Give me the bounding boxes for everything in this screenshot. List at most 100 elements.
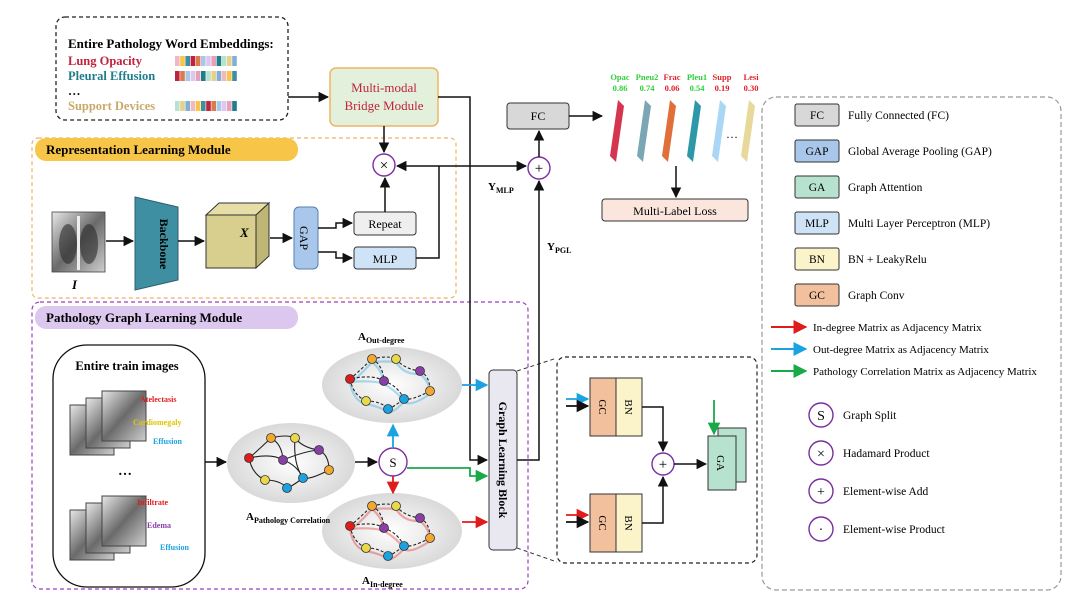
embedding-stripe [201,56,206,66]
output-bar [610,100,624,162]
legend-arrow-desc: Out-degree Matrix as Adjacency Matrix [813,344,989,356]
legend-box-swatch [794,139,840,163]
embedding-stripe [232,56,237,66]
bridge-label-line1: Multi-modal [351,80,417,95]
output-value: 0.30 [744,83,759,93]
output-name: Opac [610,72,630,82]
loss-label: Multi-Label Loss [633,204,717,218]
embedding-stripe [185,71,190,81]
split-symbol: S [389,455,396,470]
output-ellipsis: … [726,127,738,141]
representation-title: Representation Learning Module [46,142,231,157]
legend-box-swatch [794,211,840,235]
a-indegree-label: AIn-degree [362,575,403,589]
fc-label: FC [531,109,546,123]
embedding-stripe [180,56,185,66]
embedding-stripe [221,56,227,66]
embeddings-title: Entire Pathology Word Embeddings: [68,36,274,51]
embedding-stripe [175,101,180,111]
output-name: Lesi [743,72,759,82]
outdegree-graph-bg [322,347,462,423]
legend-box-desc: Multi Layer Perceptron (MLP) [848,218,990,230]
embedding-stripe [216,71,222,81]
graph-node [399,394,409,404]
representation-module: Representation Learning Module [31,137,457,299]
embedding-stripe [232,101,237,111]
legend-box-desc: Graph Conv [848,290,905,302]
representation-banner [35,138,298,161]
legend-box-swatch [794,247,840,271]
embedding-stripe [221,71,227,81]
graph-node [399,541,409,551]
embedding-stripe [190,71,196,81]
graph-node [278,455,288,465]
graph-node [383,404,393,414]
embedding-stripe [206,101,211,111]
tag-infiltrate: Infiltrate [137,498,169,507]
embedding-label: … [68,84,81,98]
embedding-stripe [211,56,216,66]
legend-symbol-circle [808,478,834,504]
output-name: Frac [664,72,681,82]
legend-box-key: MLP [805,218,829,230]
graph-node [367,354,377,364]
hadamard-symbol: × [380,158,388,174]
bn-block-bottom [615,493,643,553]
legend-symbol: × [817,447,825,462]
a-outdegree-label: AOut-degree [358,331,405,345]
graph-node [244,453,254,463]
y-pgl-label: YPGL [547,241,571,255]
graph-node [415,366,425,376]
gap-label: GAP [297,226,311,250]
output-bar [687,100,701,162]
graph-node [425,386,435,396]
legend-symbol-circle [808,516,834,542]
graph-node [391,354,401,364]
tag-atelectasis: Atelectasis [140,395,176,404]
embedding-stripe [216,101,222,111]
embedding-stripe [201,101,206,111]
legend-arrow-desc: Pathology Correlation Matrix as Adjacenc… [813,366,1037,378]
embedding-stripe [185,56,190,66]
graph-node [361,396,371,406]
gc-block-top [589,377,617,437]
legend-box-swatch [794,283,840,307]
output-value: 0.19 [715,83,730,93]
graph-node [324,465,334,475]
embedding-stripe [195,56,201,66]
embedding-stripe [211,101,216,111]
embedding-stripe [227,101,232,111]
output-name: Supp [713,72,732,82]
embedding-stripe [195,101,201,111]
gap-block [293,206,319,270]
indegree-graph-bg [322,493,462,569]
repeat-label: Repeat [368,217,402,231]
xray-stack-top: Atelectasis Cardiomegaly Effusion [69,390,182,456]
graph-node [425,533,435,543]
legend-box-desc: Global Average Pooling (GAP) [848,146,992,158]
output-bar [662,100,676,162]
backbone-block [134,196,179,291]
graph-node [367,501,377,511]
embedding-stripe [190,56,196,66]
graph-node [314,445,324,455]
output-bar [637,100,651,162]
legend-symbol-circle [808,440,834,466]
output-value: 0.06 [665,83,680,93]
output-value: 0.54 [690,83,706,93]
graph-learning-block-label: Graph Learning Block [496,402,510,519]
bn-label-top: BN [622,399,634,414]
word-embeddings-panel: Entire Pathology Word Embeddings: Lung O… [55,16,289,121]
graph-node [415,513,425,523]
embedding-stripe [175,56,180,66]
output-bar [712,100,726,162]
legend-box-swatch [794,175,840,199]
legend-box-key: GAP [805,146,828,158]
graph-node [379,376,389,386]
legend-symbol-desc: Element-wise Add [843,486,929,498]
feature-label: X [239,225,249,240]
tag-effusion-bottom: Effusion [160,543,189,552]
gc-label-bottom: GC [596,515,608,530]
embedding-stripe [185,101,190,111]
